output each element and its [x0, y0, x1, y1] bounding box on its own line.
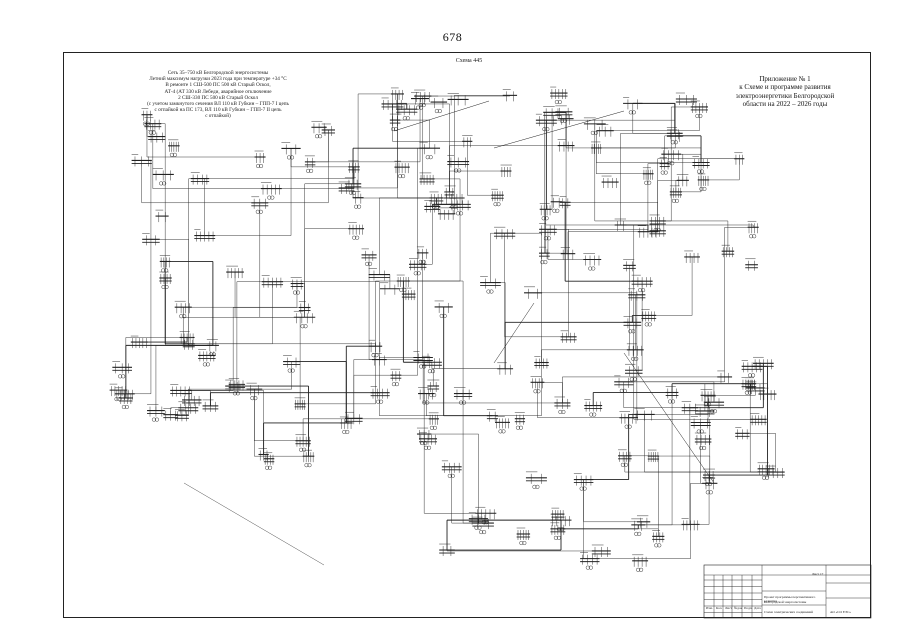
substation-node [155, 209, 169, 223]
substation-node [174, 408, 189, 422]
substation-node [694, 432, 712, 451]
substation-node [652, 530, 665, 548]
substation-node [389, 113, 402, 132]
substation-node [642, 167, 654, 185]
stamp-col-date: Дата [754, 606, 761, 610]
stamp-system: Белгородской энергосистемы [764, 600, 807, 604]
description-line: АТ-4 (АТ 330 кВ Лебеди, аварийное отключ… [164, 88, 272, 95]
substation-node [636, 515, 651, 528]
substation-node [601, 175, 619, 189]
electrical-network-schematic [109, 86, 872, 619]
substation-node [447, 155, 470, 173]
substation-node [495, 416, 510, 434]
substation-node [401, 287, 416, 301]
substation-node [198, 349, 216, 367]
description-line: с отпайкой на ПС 173, ВЛ 110 кВ Губкин –… [154, 107, 282, 114]
stamp-organization: АО «СО ЕЭС» [830, 610, 852, 614]
appendix-line: электроэнергетики Белгородской [735, 91, 835, 100]
substation-node [580, 552, 600, 570]
substation-node [741, 377, 757, 395]
stamp-col-change: Изм. [706, 606, 713, 610]
substation-node [411, 92, 430, 110]
stamp-col-doc: №док [734, 606, 743, 610]
substation-node [260, 182, 282, 200]
substation-node [583, 253, 602, 271]
substation-node [514, 412, 526, 430]
substation-node [516, 527, 531, 546]
substation-node [114, 387, 135, 400]
description-line: Летний максимум нагрузки 2023 года при т… [149, 76, 287, 83]
scheme-description: Сеть 35–750 кВ Белгородской энергосистем… [128, 70, 308, 120]
substation-node [152, 168, 174, 186]
substation-node [361, 248, 377, 266]
substation-node [554, 396, 571, 414]
substation-node [697, 173, 710, 191]
stamp-drawing-name: Схема электрических соединений [764, 610, 813, 614]
substation-node [112, 361, 132, 379]
substation-node [428, 412, 439, 430]
appendix-line: области на 2022 – 2026 годы [742, 100, 828, 109]
title-block [703, 564, 872, 619]
substation-node [632, 554, 649, 572]
substation-node [390, 368, 402, 387]
substation-node [472, 516, 494, 535]
substation-node [447, 93, 469, 106]
substation-node [675, 92, 697, 106]
substation-node [430, 95, 448, 114]
substation-node [757, 462, 775, 480]
substation-node [557, 139, 575, 152]
description-line: В ремонте 1 СШ-500 ПС 500 кВ Старый Оско… [165, 82, 271, 89]
substation-node [584, 399, 603, 417]
page-number: 678 [442, 30, 463, 44]
substation-node [304, 155, 316, 173]
substation-node [419, 432, 438, 450]
substation-node [747, 220, 759, 239]
substation-node [311, 120, 327, 139]
substation-node [550, 86, 568, 105]
stamp-col-sheet: Лист [725, 606, 733, 610]
substation-node [254, 150, 266, 169]
substation-node [168, 139, 180, 157]
stamp-project: Проект программы перспективного развития [764, 595, 816, 603]
stamp-col-sign: Подп. [744, 606, 753, 610]
substation-node [263, 452, 275, 470]
description-line: Сеть 35–750 кВ Белгородской энергосистем… [167, 70, 269, 76]
substation-node [551, 507, 565, 521]
appendix-header: Приложение № 1 к Схеме и программе разви… [730, 75, 840, 109]
substation-node [370, 386, 390, 404]
substation-node [684, 250, 700, 263]
description-line: с отпайкой) [205, 113, 231, 120]
stamp-col-qty: Кол. [716, 606, 723, 610]
description-line: 2 СШ-330 ПС 500 кВ Старый Оскол [178, 94, 258, 101]
substation-node [641, 309, 657, 327]
appendix-line: к Схеме и программе развития [739, 83, 831, 92]
stamp-sheet-number: Лист 17 [812, 572, 824, 576]
substation-node [745, 258, 758, 271]
substation-node [550, 195, 562, 213]
appendix-line: Приложение № 1 [759, 75, 811, 83]
scheme-title: Схема 445 [455, 58, 483, 64]
substation-node [525, 471, 547, 489]
drawing-sheet: Схема 445 Сеть 35–750 кВ Белгородской эн… [63, 52, 872, 619]
description-line: (с учетом замкнутого сечения ВЛ 110 кВ Г… [147, 101, 289, 108]
substation-node [491, 188, 504, 207]
substation-node [394, 160, 410, 179]
substation-node [348, 222, 365, 240]
